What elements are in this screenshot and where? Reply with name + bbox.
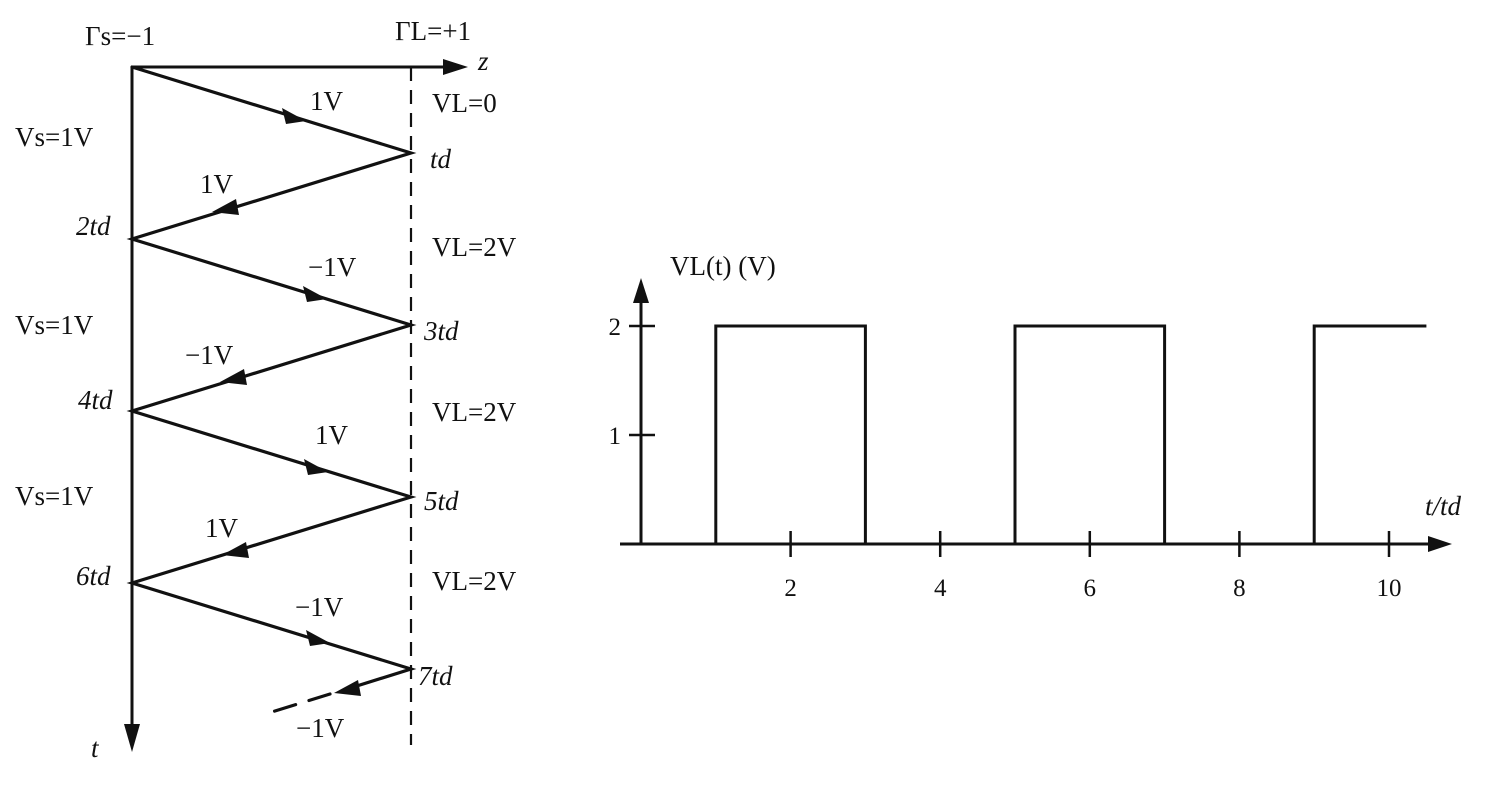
wave-label-8: −1V [296,713,345,743]
y-tick-label: 1 [609,423,622,450]
x-ticks: 2 4 6 8 10 [784,531,1402,602]
time-mark-td: td [430,144,452,174]
time-mark-7td: 7td [418,661,453,691]
load-voltage-waveform [641,324,1427,546]
x-tick-label: 6 [1084,575,1097,602]
wave-label-1: 1V [310,86,344,116]
chart-x-label: t/td [1425,491,1462,521]
wave-label-5: 1V [315,420,349,450]
t-axis-arrowhead [124,724,140,752]
chart-x-arrowhead [1428,536,1452,552]
z-axis-arrowhead [443,59,468,75]
z-axis-label: z [477,46,489,76]
x-tick-label: 2 [784,575,797,602]
x-tick-label: 10 [1377,575,1402,602]
time-mark-2td: 2td [76,211,111,241]
wave-label-4: −1V [185,340,234,370]
source-voltage-2: Vs=1V [15,310,94,340]
ray-arrow-5 [304,459,328,475]
t-axis-label: t [91,733,100,763]
ray-arrow-2 [212,199,239,215]
wave-label-7: −1V [295,592,344,622]
ray-arrow-8 [334,680,361,696]
bounce-diagram: z t Γs=−1 ΓL=+1 1V 1V −1V −1V 1V 1V [15,16,517,763]
wave-label-2: 1V [200,169,234,199]
y-tick-label: 2 [609,314,622,341]
time-mark-5td: 5td [424,486,459,516]
load-reflection-label: ΓL=+1 [395,16,471,46]
wave-label-6: 1V [205,513,239,543]
wave-label-3: −1V [308,252,357,282]
load-voltage-2: VL=2V [432,232,517,262]
time-marks: td 2td 3td 4td 5td 6td 7td [76,144,459,691]
x-tick-label: 8 [1233,575,1246,602]
y-ticks: 12 [609,314,655,450]
chart-y-label: VL(t) (V) [670,251,776,281]
ray-arrow-7 [306,630,330,646]
source-voltage-3: Vs=1V [15,481,94,511]
source-voltage-1: Vs=1V [15,122,94,152]
load-voltage-3: VL=2V [432,397,517,427]
time-mark-3td: 3td [423,316,459,346]
time-mark-6td: 6td [76,561,111,591]
x-tick-label: 4 [934,575,947,602]
chart-y-arrowhead [633,278,649,303]
bounce-path [126,65,417,692]
ray-arrow-4 [220,369,247,385]
source-reflection-label: Γs=−1 [85,21,155,51]
ray-arrow-3 [303,286,327,302]
load-voltage-1: VL=0 [432,88,497,118]
load-voltage-4: VL=2V [432,566,517,596]
time-mark-4td: 4td [78,385,113,415]
continuation-dash [260,692,332,717]
ray-arrow-6 [222,542,249,558]
ray-arrowheads [212,108,361,696]
ray-arrow-1 [282,108,306,124]
